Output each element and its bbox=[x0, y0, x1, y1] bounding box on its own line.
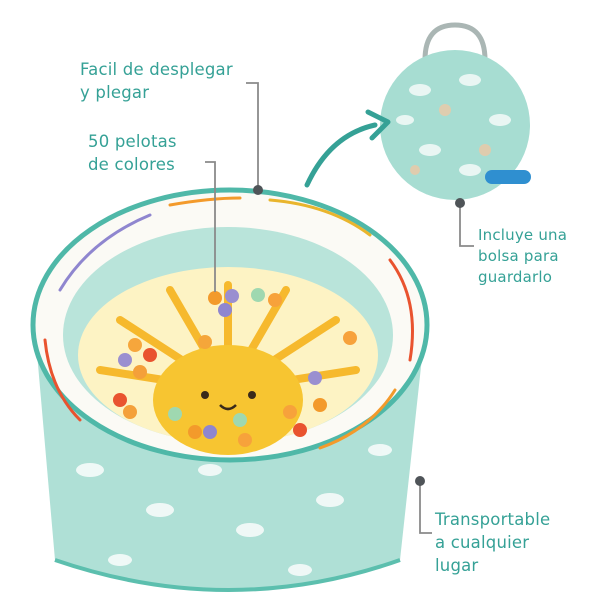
arrow-icon bbox=[304, 122, 378, 188]
callout-fold: Facil de desplegar y plegar bbox=[80, 58, 233, 104]
callout-balls-line-2: de colores bbox=[88, 155, 175, 174]
sun-face bbox=[153, 345, 303, 455]
callout-balls: 50 pelotas de colores bbox=[88, 130, 177, 176]
callout-dots bbox=[253, 185, 465, 486]
callout-bag-line-3: guardarlo bbox=[478, 268, 553, 286]
callout-fold-line-2: y plegar bbox=[80, 83, 150, 102]
storage-bag bbox=[380, 22, 531, 200]
callout-portable-line-2: a cualquier bbox=[435, 533, 530, 552]
bag-brand-logo bbox=[485, 170, 531, 184]
callout-fold-line-1: Facil de desplegar bbox=[80, 60, 233, 79]
callout-bag-line-2: bolsa para bbox=[478, 247, 559, 265]
callout-portable: Transportable a cualquier lugar bbox=[435, 508, 550, 577]
leader-lines bbox=[205, 82, 474, 534]
callout-balls-line-1: 50 pelotas bbox=[88, 132, 177, 151]
ball-pit bbox=[30, 187, 430, 592]
callout-bag-line-1: Incluye una bbox=[478, 226, 568, 244]
callout-bag: Incluye una bolsa para guardarlo bbox=[478, 225, 567, 288]
colored-balls bbox=[113, 288, 357, 447]
callout-portable-line-1: Transportable bbox=[435, 510, 551, 529]
callout-portable-line-3: lugar bbox=[435, 556, 479, 575]
rim-pattern bbox=[43, 196, 414, 450]
